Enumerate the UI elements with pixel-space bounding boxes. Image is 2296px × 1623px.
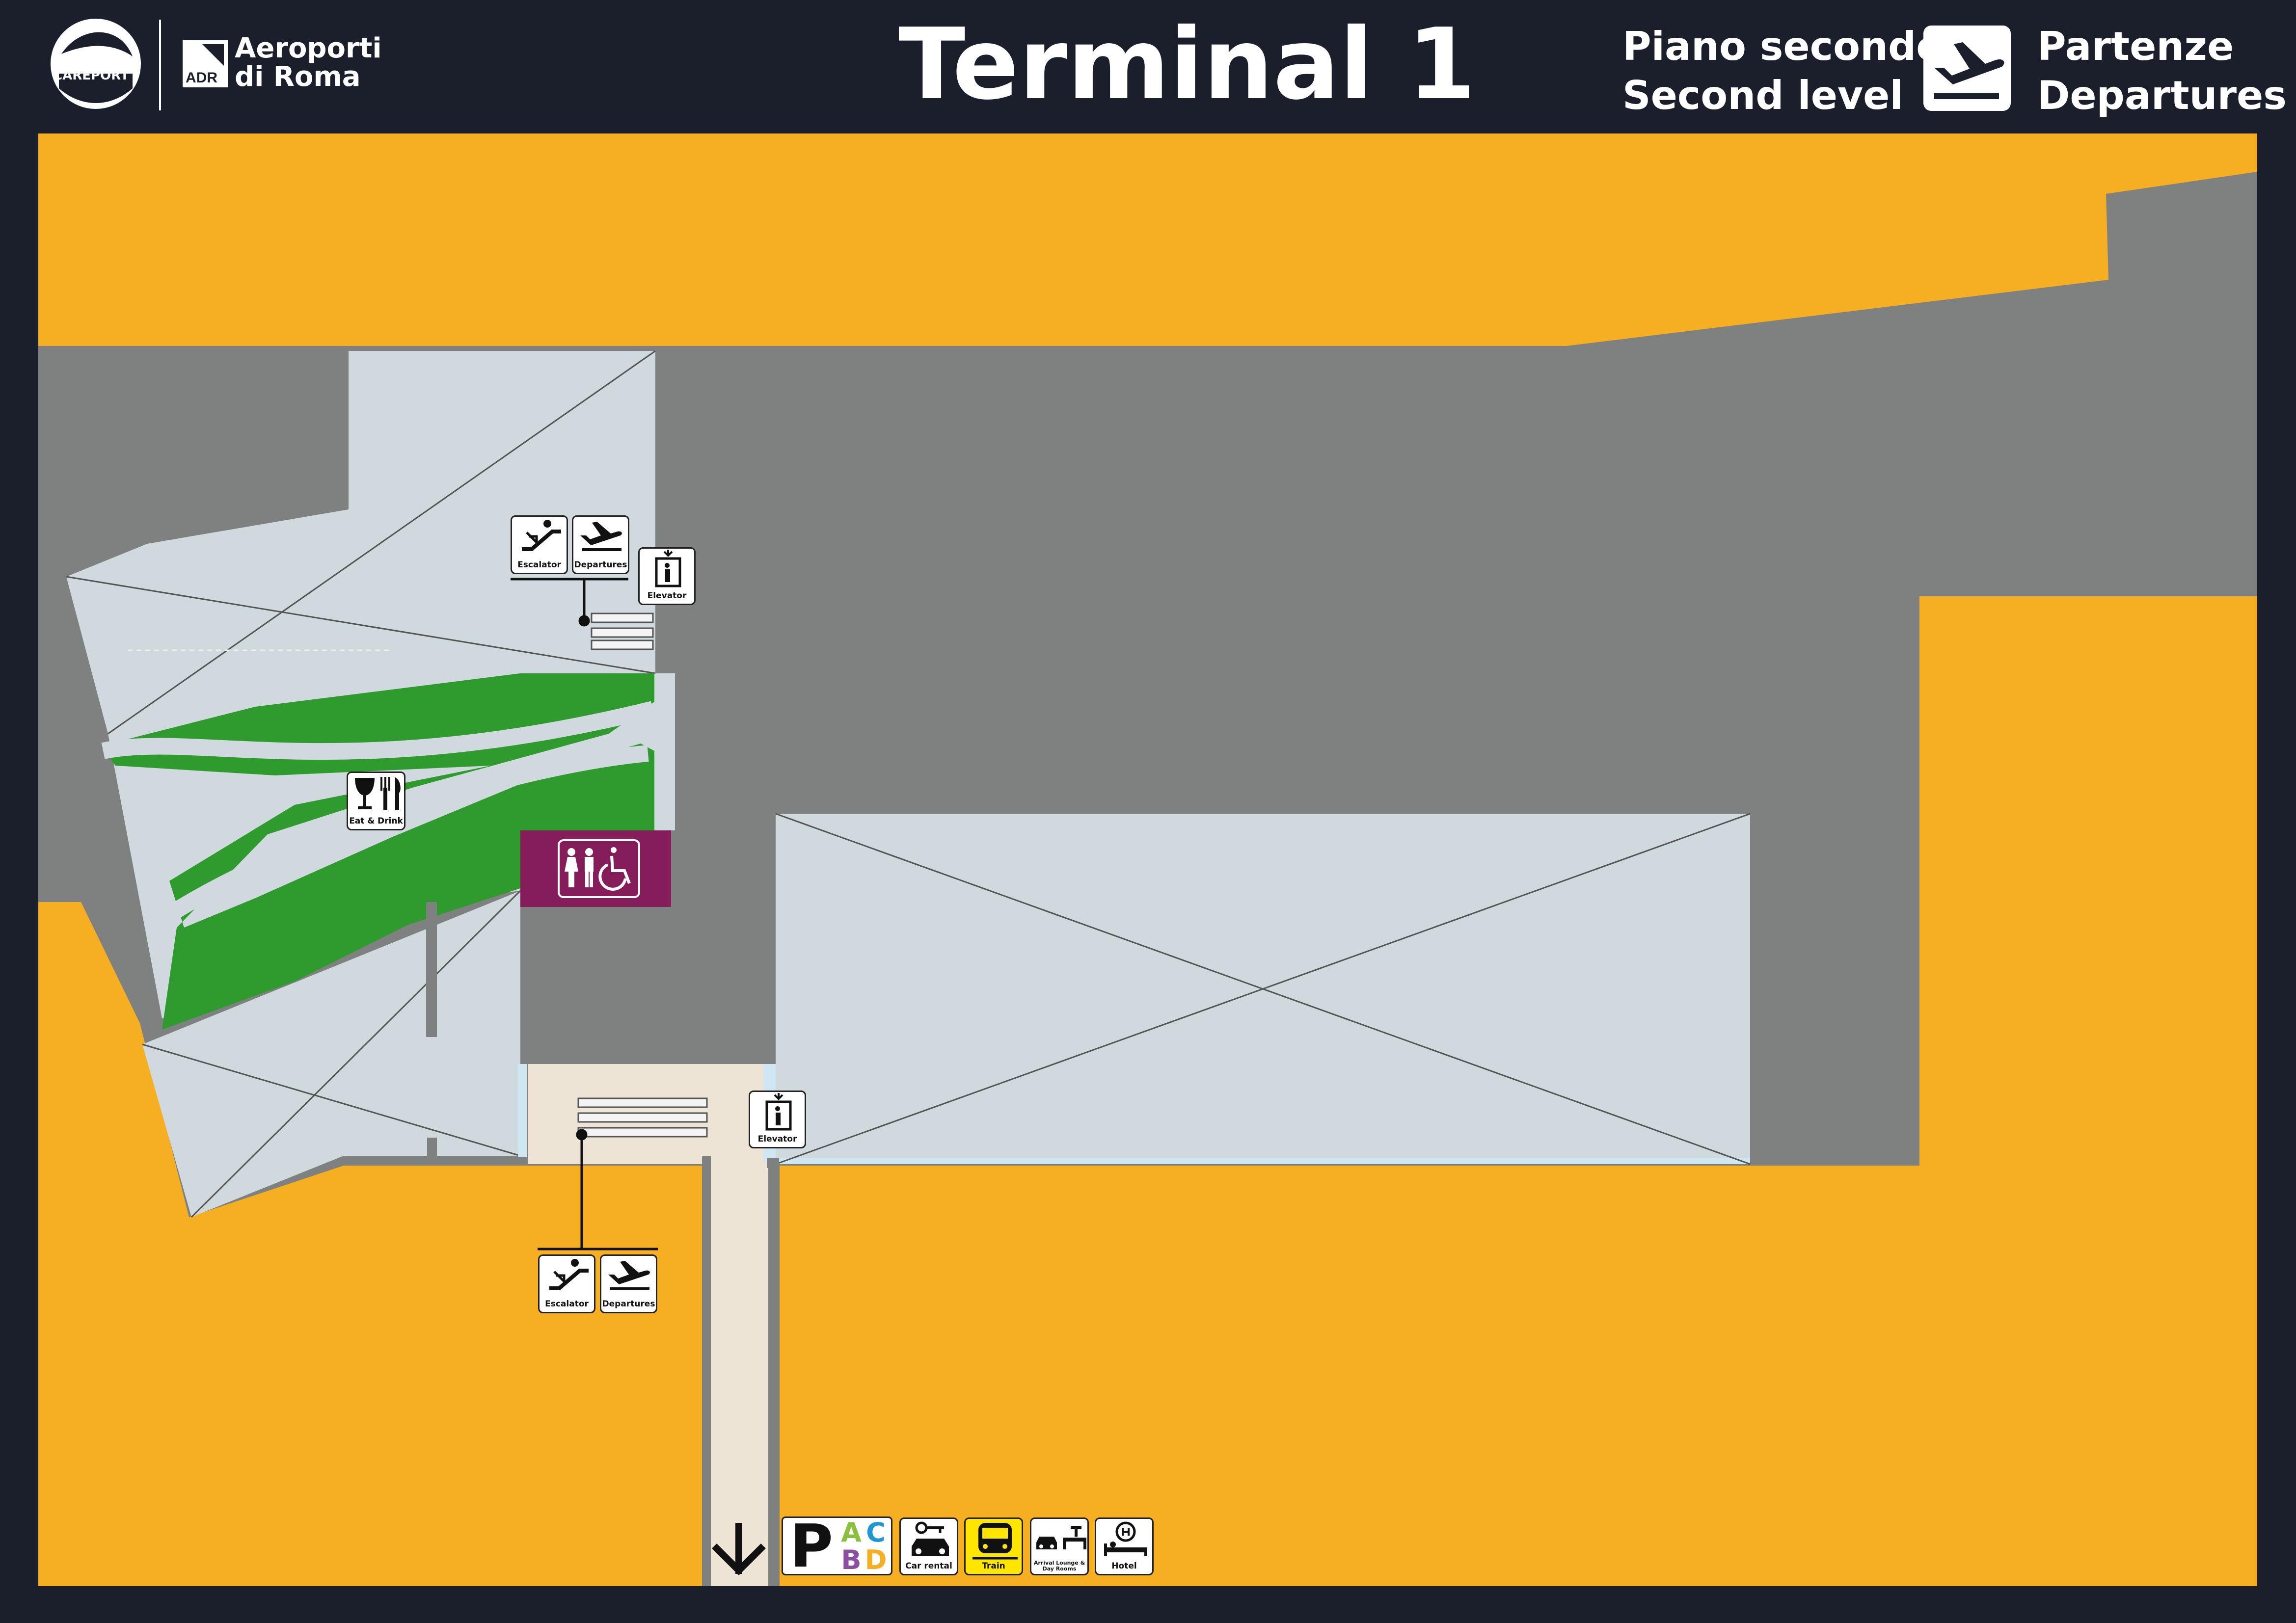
- outdoor-area-top: [38, 133, 2257, 346]
- escalator-icon: [522, 520, 561, 551]
- arrival-lounge-sign[interactable]: Arrival Lounge & Day Rooms: [1030, 1517, 1089, 1575]
- car-rental-label: Car rental: [905, 1561, 952, 1571]
- adr-badge-icon: ADR: [183, 40, 228, 87]
- eat-drink-area: [101, 673, 654, 1030]
- escalator-lower: [577, 1097, 708, 1138]
- escalator-upper-label: Escalator: [517, 560, 561, 570]
- elevator-icon-lower: [765, 1093, 792, 1131]
- section-label: Partenze Departures: [2037, 22, 2287, 120]
- elevator-sign-lower[interactable]: Elevator: [749, 1091, 806, 1148]
- corridor-exit: [528, 1064, 776, 1586]
- hotel-sign[interactable]: Hotel: [1095, 1517, 1154, 1575]
- women-icon: [565, 848, 578, 887]
- void-lower-left: [142, 891, 520, 1217]
- elevator-lower-label: Elevator: [757, 1134, 797, 1144]
- car-rental-icon: [912, 1521, 949, 1556]
- parking-zone-b: B: [841, 1544, 862, 1575]
- elevator-sign-upper[interactable]: Elevator: [638, 547, 696, 605]
- parking-zone-c: C: [866, 1517, 886, 1548]
- train-icon: [972, 1523, 1018, 1560]
- escalator-sign-lower[interactable]: Escalator: [538, 1254, 595, 1313]
- escalator-upper: [591, 612, 654, 650]
- hotel-icon: [1104, 1521, 1147, 1556]
- escalator-sign-upper[interactable]: Escalator: [511, 515, 568, 574]
- outdoor-area-bottom-right: [780, 1166, 1919, 1586]
- parking-zone-a: A: [841, 1517, 862, 1548]
- sign-leader-lower: [538, 1129, 658, 1251]
- restrooms-frame: [558, 839, 640, 898]
- departures-sign-upper[interactable]: Departures: [572, 515, 629, 574]
- parking-letter: P: [790, 1517, 833, 1575]
- elevator-upper-label: Elevator: [647, 591, 687, 601]
- departures-plane-icon: [1923, 26, 2011, 111]
- adr-line2: di Roma: [235, 61, 361, 93]
- level-label-it: Piano secondo: [1622, 24, 1944, 69]
- parking-zone-d: D: [864, 1544, 887, 1575]
- hotel-label: Hotel: [1111, 1561, 1137, 1571]
- exit-down-arrow-icon: [712, 1523, 766, 1575]
- escalator-icon-lower: [549, 1259, 589, 1290]
- eat-drink-sign[interactable]: Eat & Drink: [347, 772, 405, 830]
- departures-upper-label: Departures: [574, 560, 627, 570]
- careport-line2: CAREPORT: [53, 68, 129, 83]
- careport-logo-icon: [51, 19, 141, 109]
- header-bar: THE CAREPORT ADR Aeroporti di Roma Termi…: [0, 0, 2296, 133]
- train-label: Train: [982, 1561, 1005, 1571]
- careport-logo-text: THE CAREPORT: [53, 55, 136, 82]
- eat-drink-label: Eat & Drink: [349, 816, 403, 826]
- outdoor-area-bottom-left: [38, 902, 707, 1586]
- restrooms-sign[interactable]: [520, 830, 671, 907]
- adr-line1: Aeroporti: [235, 32, 382, 64]
- escalator-lower-label: Escalator: [545, 1299, 589, 1309]
- careport-line1: THE: [53, 56, 73, 67]
- lounge-icon: [1036, 1526, 1086, 1549]
- departures-lower-label: Departures: [602, 1299, 655, 1309]
- adr-logo-text: Aeroporti di Roma: [235, 34, 382, 91]
- men-icon: [585, 848, 594, 887]
- adr-badge-text: ADR: [186, 70, 217, 86]
- departures-sign-lower[interactable]: Departures: [600, 1254, 657, 1313]
- arrival-lounge-label: Arrival Lounge & Day Rooms: [1033, 1560, 1085, 1572]
- sign-leader-upper: [511, 578, 628, 627]
- eat-drink-icon: [355, 777, 401, 810]
- level-label: Piano secondo Second level: [1622, 22, 1943, 120]
- section-label-it: Partenze: [2037, 24, 2234, 69]
- elevator-icon: [655, 550, 681, 587]
- accessible-icon: [598, 847, 631, 891]
- departures-plane-lower-icon: [608, 1261, 650, 1290]
- car-rental-sign[interactable]: Car rental: [899, 1517, 958, 1575]
- parking-sign[interactable]: P A C B D: [782, 1517, 892, 1575]
- train-sign[interactable]: Train: [964, 1517, 1023, 1575]
- logo-divider: [159, 20, 161, 110]
- outdoor-area-right: [1919, 596, 2257, 1586]
- level-label-en: Second level: [1622, 73, 1903, 118]
- section-label-en: Departures: [2037, 73, 2287, 118]
- departures-plane-small-icon: [580, 522, 622, 551]
- page-title: Terminal 1: [898, 7, 1476, 122]
